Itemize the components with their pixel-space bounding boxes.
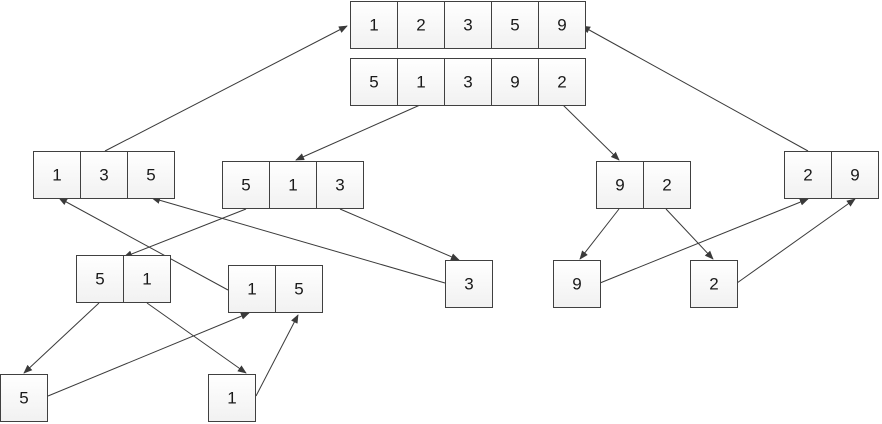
- arrow-left-half-to-left-left: [123, 208, 247, 258]
- array-cell: [538, 1, 586, 49]
- array-cell: [831, 151, 879, 199]
- array-cell: [538, 58, 586, 106]
- arrow-left-left-to-leaf-5: [23, 302, 100, 374]
- cell-value: 5: [146, 166, 155, 185]
- cell-value: 5: [19, 389, 28, 408]
- cell-value: 3: [463, 16, 472, 35]
- array-cell: [397, 58, 445, 106]
- array-cell: [350, 1, 398, 49]
- arrow-right-sorted-to-sorted-result: [581, 25, 809, 152]
- cell-value: 2: [662, 176, 671, 195]
- array-cell: [123, 255, 171, 303]
- cell-value: 9: [510, 73, 519, 92]
- cell-value: 1: [142, 270, 151, 289]
- array-cell: [208, 374, 256, 422]
- array-cell: [350, 58, 398, 106]
- arrow-left-left-sorted-to-left-sorted: [58, 197, 229, 291]
- cell-value: 1: [288, 176, 297, 195]
- arrow-right-half-to-leaf-9: [579, 208, 620, 260]
- array-leaf-2: 2: [690, 260, 738, 308]
- array-cell: [445, 260, 493, 308]
- array-cell: [444, 58, 492, 106]
- array-cell: [444, 1, 492, 49]
- cell-value: 5: [95, 270, 104, 289]
- arrow-leaf-3-to-left-sorted: [151, 196, 446, 284]
- array-leaf-3: 3: [445, 260, 493, 308]
- cell-value: 5: [294, 280, 303, 299]
- arrow-original-input-to-left-half: [295, 104, 421, 161]
- array-sorted-result: 1 2 3 5 9: [350, 1, 586, 49]
- array-cell: [784, 151, 832, 199]
- array-cell: [76, 255, 124, 303]
- cell-value: 5: [510, 16, 519, 35]
- cell-value: 5: [241, 176, 250, 195]
- cell-value: 1: [416, 73, 425, 92]
- arrows-layer: [23, 25, 856, 397]
- array-cell: [222, 161, 270, 209]
- cell-value: 3: [335, 176, 344, 195]
- cell-value: 2: [709, 275, 718, 294]
- arrow-original-input-to-right-half: [562, 104, 620, 161]
- arrow-left-left-to-leaf-1: [146, 302, 247, 374]
- arrow-leaf-9-to-right-sorted: [599, 198, 809, 284]
- cell-value: 9: [572, 275, 581, 294]
- cell-value: 1: [227, 389, 236, 408]
- array-leaf-9: 9: [553, 260, 601, 308]
- array-cell: [397, 1, 445, 49]
- array-cell: [269, 161, 317, 209]
- array-cell: [275, 265, 323, 313]
- array-leaf-1: 1: [208, 374, 256, 422]
- cell-value: 2: [416, 16, 425, 35]
- array-cell: [491, 58, 539, 106]
- array-cell: [316, 161, 364, 209]
- cell-value: 9: [557, 16, 566, 35]
- cell-value: 1: [52, 166, 61, 185]
- cell-value: 9: [615, 176, 624, 195]
- array-cell: [690, 260, 738, 308]
- array-left-half: 5 1 3: [222, 161, 364, 209]
- arrow-right-half-to-leaf-2: [665, 208, 714, 260]
- cell-value: 1: [247, 280, 256, 299]
- array-cell: [80, 151, 128, 199]
- cell-value: 3: [464, 275, 473, 294]
- array-cell: [0, 374, 48, 422]
- cell-value: 5: [369, 73, 378, 92]
- array-left-sorted: 1 3 5: [33, 151, 175, 199]
- cell-value: 3: [463, 73, 472, 92]
- arrow-left-half-to-leaf-3: [339, 208, 460, 261]
- cell-value: 2: [803, 166, 812, 185]
- cell-value: 1: [369, 16, 378, 35]
- array-original-input: 5 1 3 9 2: [350, 58, 586, 106]
- arrow-leaf-1-to-left-left-sorted: [255, 314, 299, 397]
- cell-value: 2: [557, 73, 566, 92]
- cell-value: 9: [850, 166, 859, 185]
- cell-value: 3: [99, 166, 108, 185]
- arrow-left-sorted-to-sorted-result: [104, 25, 348, 152]
- array-cell: [127, 151, 175, 199]
- array-leaf-5: 5: [0, 374, 48, 422]
- array-cell: [643, 161, 691, 209]
- array-cell: [228, 265, 276, 313]
- arrow-leaf-2-to-right-sorted: [736, 198, 856, 284]
- arrow-leaf-5-to-left-left-sorted: [47, 312, 250, 397]
- array-cell: [33, 151, 81, 199]
- array-cell: [553, 260, 601, 308]
